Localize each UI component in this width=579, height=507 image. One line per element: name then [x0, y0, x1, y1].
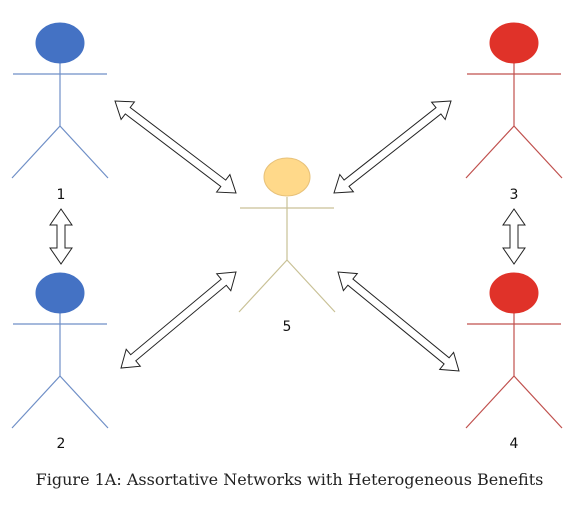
figure-head — [489, 272, 539, 314]
node-label-4: 4 — [510, 436, 519, 452]
edges-layer — [49, 100, 526, 372]
double-arrow-4-5 — [337, 271, 460, 372]
figure-right-leg — [513, 375, 563, 429]
double-arrow-1-5 — [114, 100, 237, 194]
person-node-4: 4 — [465, 272, 563, 452]
figure-left-leg — [11, 375, 61, 429]
figure-right-leg — [513, 125, 563, 179]
node-label-5: 5 — [283, 319, 292, 335]
node-label-2: 2 — [57, 436, 66, 452]
figure-right-leg — [59, 375, 109, 429]
figure-left-leg — [465, 375, 515, 429]
figure-caption: Figure 1A: Assortative Networks with Het… — [35, 470, 544, 489]
node-label-1: 1 — [57, 187, 66, 203]
figure-head — [35, 272, 85, 314]
double-arrow-2-5 — [120, 271, 237, 369]
node-label-3: 3 — [510, 187, 519, 203]
double-arrow-3-5 — [333, 100, 452, 194]
figure-left-leg — [238, 259, 288, 313]
figure-right-leg — [286, 259, 336, 313]
figure-head — [263, 157, 311, 197]
figure-left-leg — [11, 125, 61, 179]
person-node-1: 1 — [11, 22, 109, 203]
double-arrow-3-4 — [502, 208, 526, 265]
person-node-5: 5 — [238, 157, 336, 335]
figure-head — [35, 22, 85, 64]
figure-right-leg — [59, 125, 109, 179]
nodes-layer: 1 2 3 4 5 — [11, 22, 563, 452]
person-node-2: 2 — [11, 272, 109, 452]
figure-head — [489, 22, 539, 64]
double-arrow-1-2 — [49, 208, 73, 265]
person-node-3: 3 — [465, 22, 563, 203]
figure-left-leg — [465, 125, 515, 179]
